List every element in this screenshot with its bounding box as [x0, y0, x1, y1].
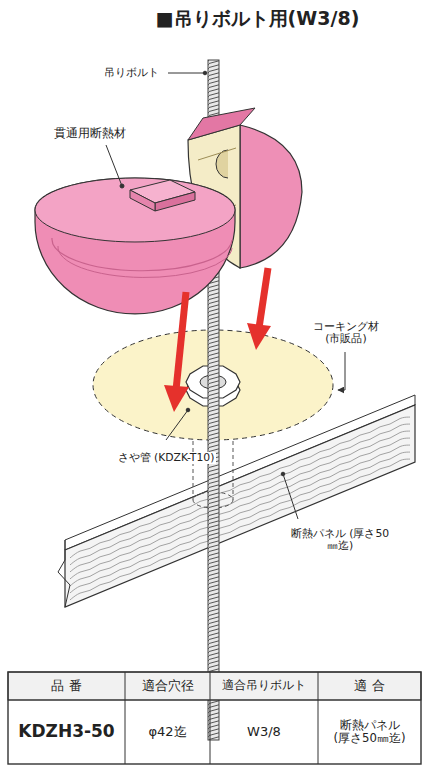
- insulation-half-left: [35, 178, 235, 314]
- table-cell: KDZH3-50: [8, 700, 125, 764]
- table-header: 適合吊りボルト: [210, 672, 318, 700]
- diagram-title: ■吊りボルト用(W3/8): [100, 4, 415, 34]
- part-label: さや管 (KDZK-T10): [110, 440, 222, 476]
- table-cell: φ42迄: [125, 700, 210, 764]
- label-text: 吊りボルト: [102, 67, 161, 80]
- panel-texture: [70, 459, 410, 600]
- table-cell: 断熱パネル (厚さ50㎜迄): [318, 700, 421, 764]
- table-header: 適 合: [318, 672, 421, 700]
- part-label: コーキング材 (市販品): [300, 314, 392, 352]
- part-label: 貫通用断熱材: [40, 124, 140, 144]
- label-text: 品 番: [51, 679, 81, 694]
- panel-texture: [70, 424, 410, 565]
- label-text: 断熱パネル (厚さ50㎜迄): [318, 719, 421, 746]
- panel-texture: [70, 452, 410, 593]
- label-text: 適 合: [354, 679, 384, 694]
- table-cell: W3/8: [210, 700, 318, 764]
- assembly-arrow: [164, 268, 271, 412]
- label-text: 貫通用断熱材: [52, 127, 128, 141]
- label-text: W3/8: [247, 725, 281, 740]
- label-text: コーキング材 (市販品): [300, 321, 392, 346]
- label-text: 断熱パネル (厚さ50㎜迄): [285, 528, 395, 553]
- panel-texture: [70, 438, 410, 579]
- label-text: φ42迄: [148, 725, 186, 740]
- part-label: 吊りボルト: [92, 64, 170, 82]
- part-label: 断熱パネル (厚さ50㎜迄): [285, 520, 395, 560]
- label-text: 適合吊りボルト: [222, 679, 306, 693]
- spec-table: [8, 672, 421, 764]
- label-text: さや管 (KDZK-T10): [116, 452, 217, 464]
- panel-texture: [70, 431, 410, 572]
- panel-texture: [70, 445, 410, 586]
- label-text: KDZH3-50: [18, 722, 114, 742]
- table-header: 適合穴径: [125, 672, 210, 700]
- leader-line: [106, 71, 345, 519]
- table-header: 品 番: [8, 672, 125, 700]
- label-text: 適合穴径: [142, 679, 194, 694]
